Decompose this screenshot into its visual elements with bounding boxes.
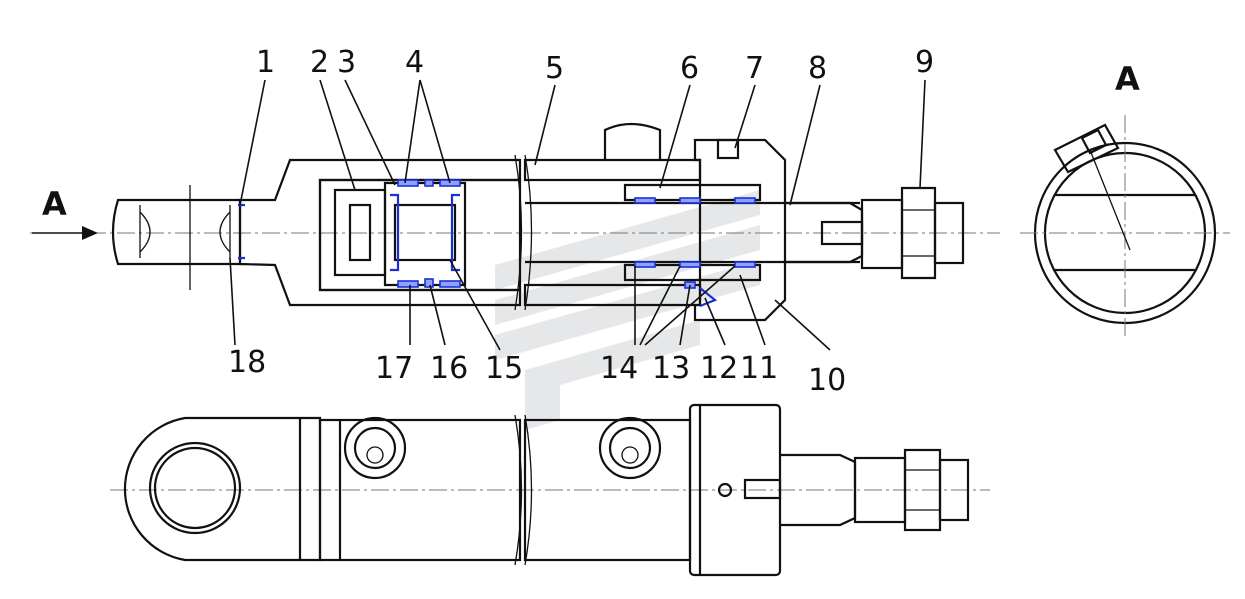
view-label: A xyxy=(1115,60,1140,98)
callout-7: 7 xyxy=(745,51,764,86)
callout-14: 14 xyxy=(600,351,638,386)
external-view xyxy=(110,403,990,577)
callout-15: 15 xyxy=(485,351,523,386)
callout-2: 2 xyxy=(310,45,329,80)
callout-numbers: 1 2 3 4 5 6 7 8 9 18 17 16 15 14 13 12 1… xyxy=(228,45,934,398)
section-view xyxy=(30,122,1000,322)
callout-16: 16 xyxy=(430,351,468,386)
callout-17: 17 xyxy=(375,351,413,386)
callout-12: 12 xyxy=(700,351,738,386)
callout-10: 10 xyxy=(808,363,846,398)
callout-3: 3 xyxy=(337,45,356,80)
callout-13: 13 xyxy=(652,351,690,386)
watermark-logo xyxy=(495,190,760,430)
callout-1: 1 xyxy=(256,45,275,80)
view-arrow-a: A xyxy=(32,185,98,240)
callout-6: 6 xyxy=(680,51,699,86)
callout-4: 4 xyxy=(405,45,424,80)
callout-5: 5 xyxy=(545,51,564,86)
callout-18: 18 xyxy=(228,345,266,380)
callout-11: 11 xyxy=(740,351,778,386)
arrow-label: A xyxy=(42,185,67,223)
view-a: A xyxy=(1020,60,1230,340)
callout-leaders xyxy=(229,79,926,351)
callout-8: 8 xyxy=(808,51,827,86)
callout-9: 9 xyxy=(915,45,934,80)
